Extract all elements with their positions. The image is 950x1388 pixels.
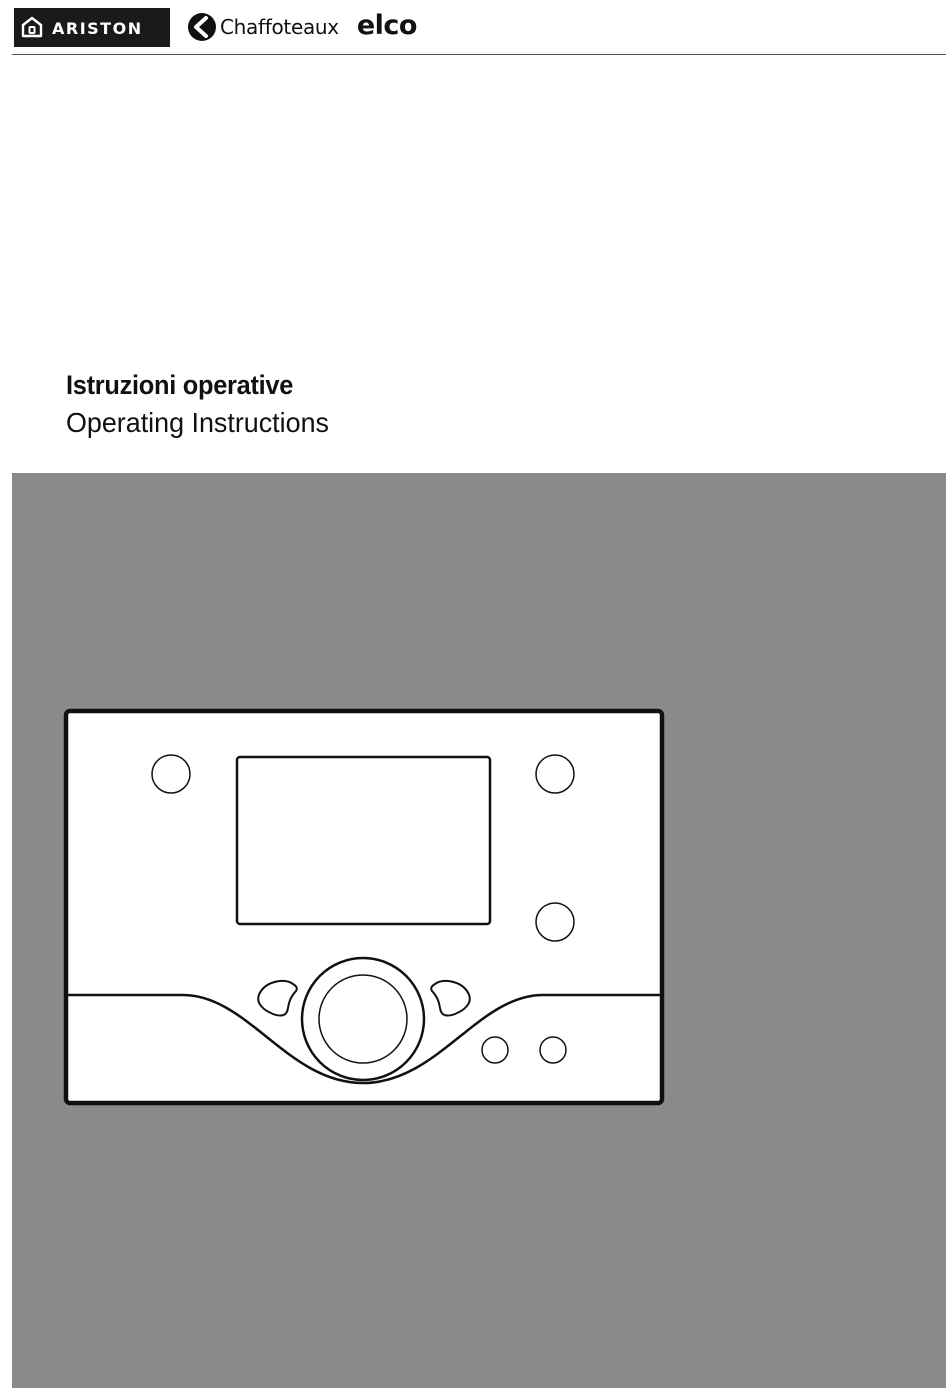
document-title: Istruzioni operative Operating Instructi… (66, 367, 340, 443)
device-small-button-1 (482, 1037, 508, 1063)
device-button-middle-right (536, 903, 574, 941)
chaffoteaux-chevron-icon (186, 11, 218, 43)
ariston-logo: ARISTON (14, 8, 170, 47)
brand-logos: ARISTON Chaffoteaux elco (14, 7, 417, 47)
title-italian: Istruzioni operative (66, 367, 323, 403)
device-screen (237, 757, 490, 924)
device-dial-inner (319, 975, 407, 1063)
room-controller-illustration (63, 708, 665, 1106)
elco-wordmark: elco (357, 10, 417, 41)
device-button-top-right (536, 755, 574, 793)
title-english: Operating Instructions (66, 403, 329, 443)
chaffoteaux-wordmark: Chaffoteaux (220, 15, 339, 39)
house-icon (21, 16, 43, 38)
device-small-button-2 (540, 1037, 566, 1063)
device-button-top-left (152, 755, 190, 793)
chaffoteaux-logo: Chaffoteaux (186, 11, 339, 43)
header-divider (12, 54, 946, 55)
ariston-wordmark: ARISTON (52, 19, 143, 38)
